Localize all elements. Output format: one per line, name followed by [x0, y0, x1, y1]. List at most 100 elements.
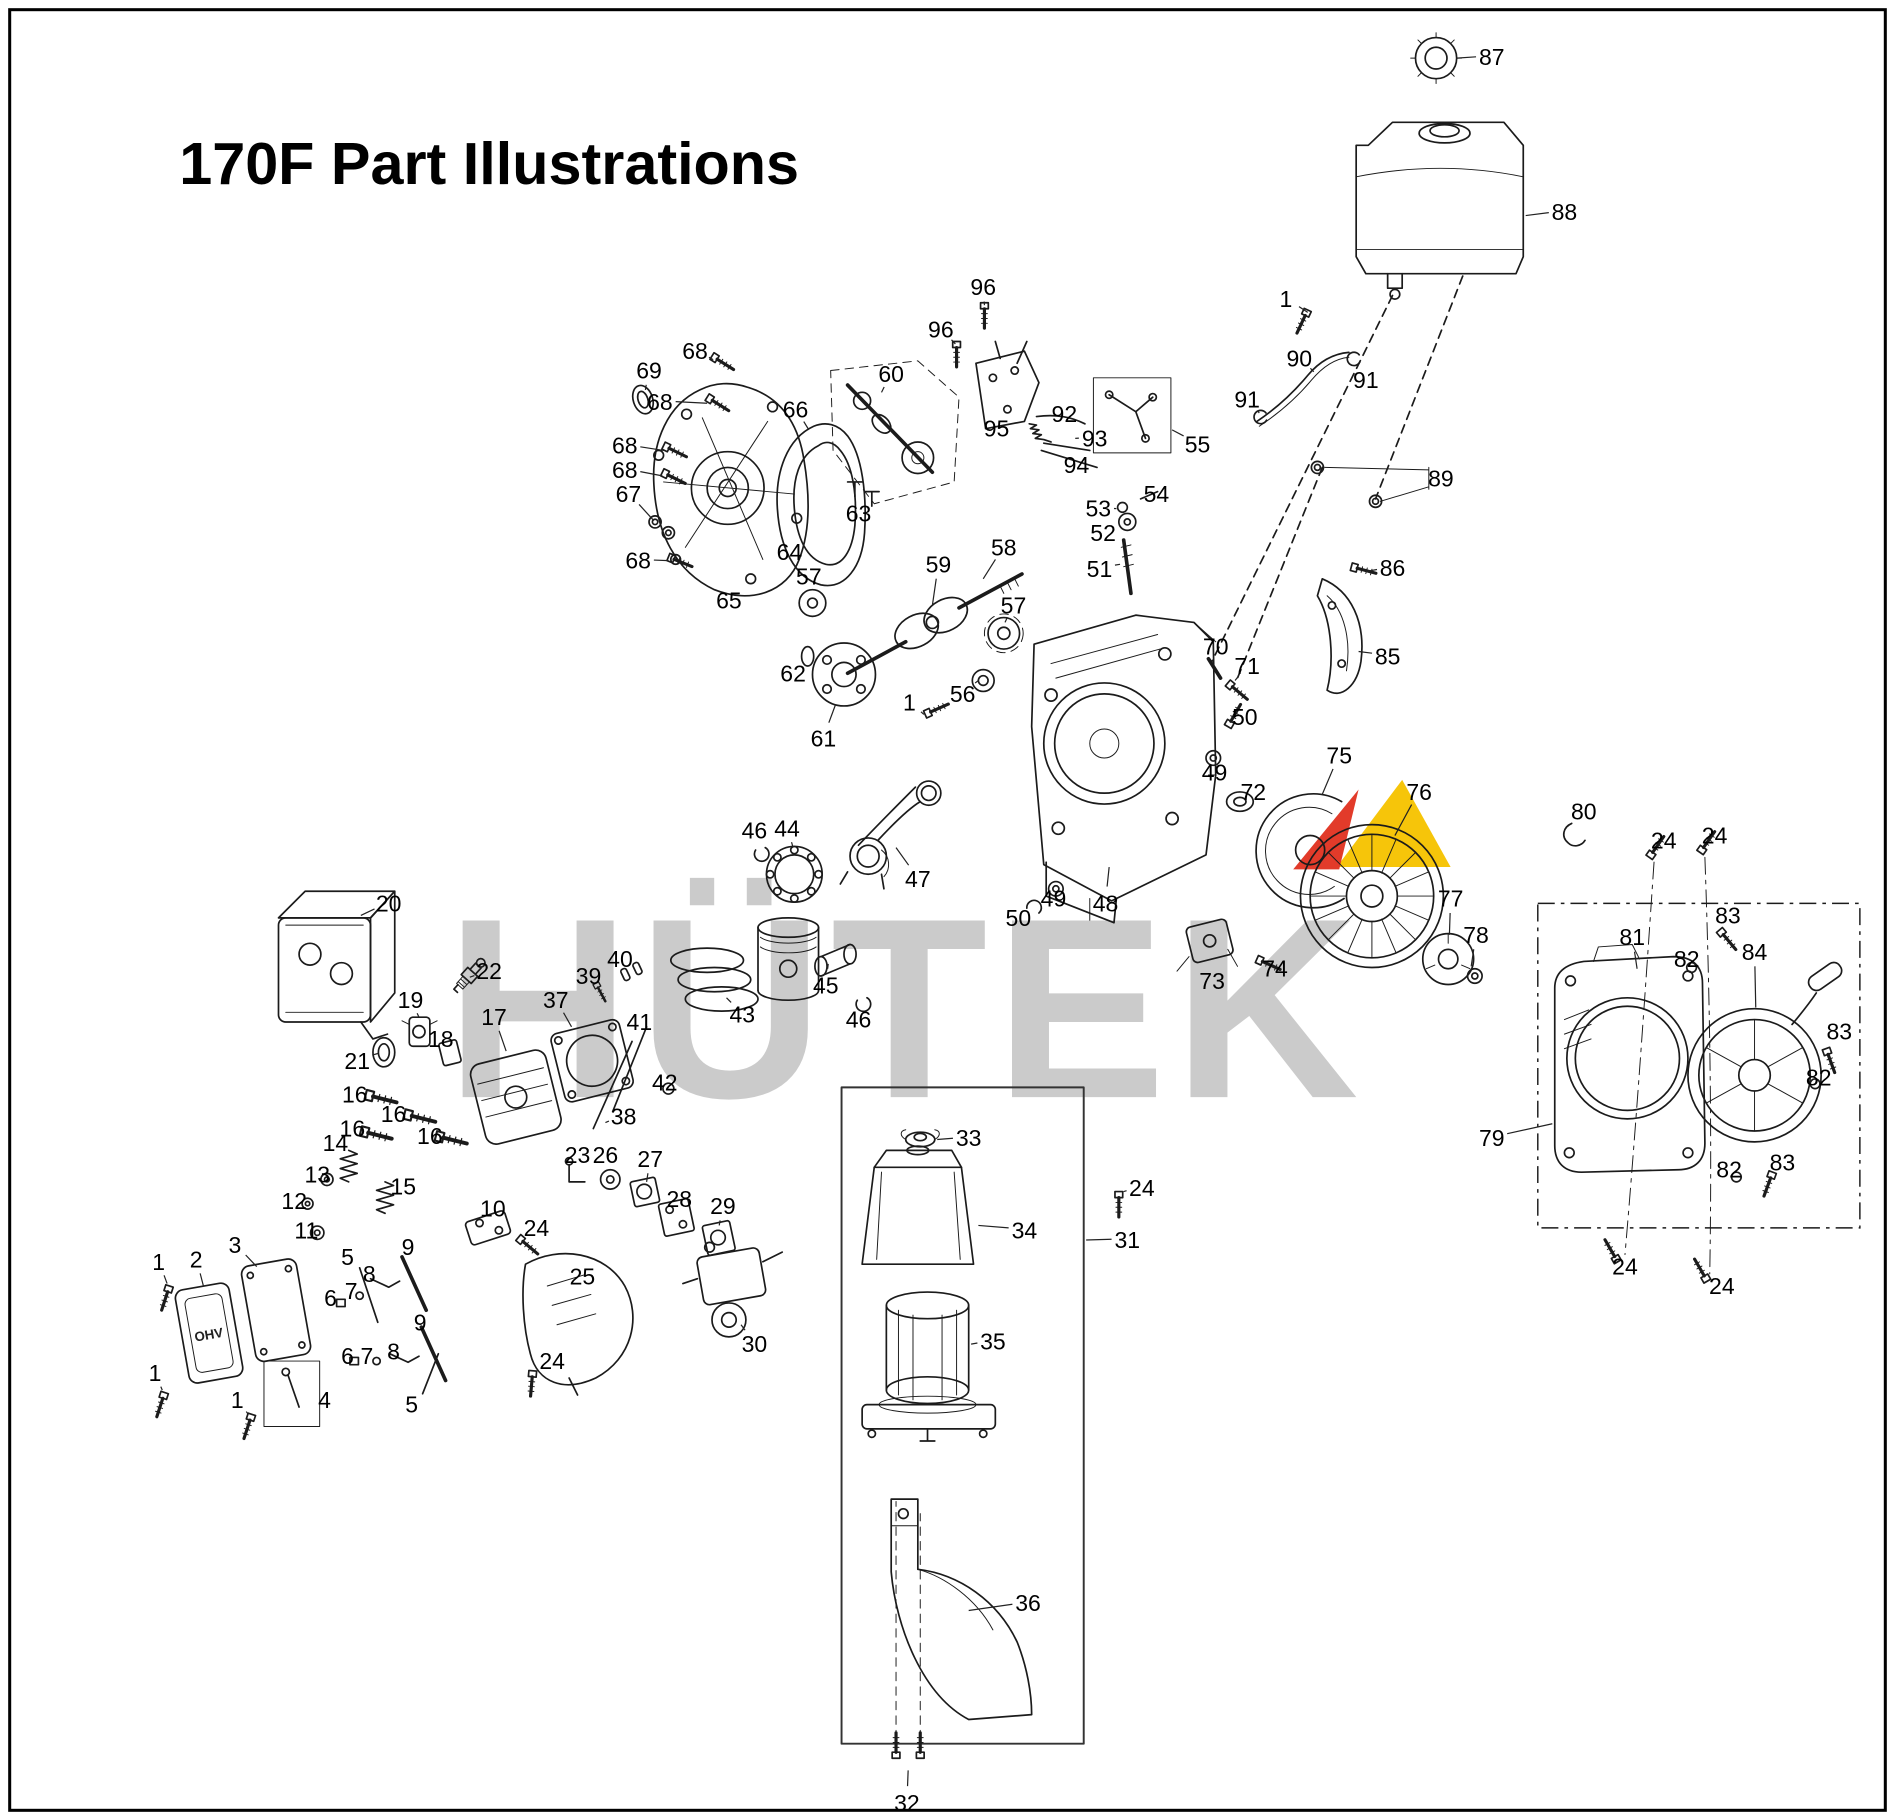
part-callout-18: 18 [428, 1026, 454, 1052]
callout-leader-30 [740, 1324, 746, 1331]
part-callout-49: 49 [1202, 760, 1228, 786]
filter-element [861, 1291, 997, 1442]
rocker-cover-gasket [240, 1258, 312, 1363]
part-callout-34: 34 [1012, 1217, 1038, 1243]
callout-leader-88 [1525, 212, 1549, 217]
part-callout-83: 83 [1827, 1019, 1853, 1045]
part-callout-29: 29 [710, 1193, 736, 1219]
callout-leader-57 [1004, 618, 1008, 623]
part-callout-24: 24 [1709, 1273, 1735, 1299]
part-callout-76: 76 [1406, 779, 1432, 805]
part-callout-41: 41 [627, 1009, 653, 1035]
muffler [277, 890, 396, 1040]
pin-clips [753, 846, 872, 1013]
callout-leader-2 [199, 1273, 205, 1287]
part-callout-9: 9 [402, 1234, 415, 1260]
part-callout-61: 61 [811, 726, 837, 752]
part-callout-25: 25 [570, 1263, 596, 1289]
callout-leader-60 [880, 386, 885, 393]
recoil-starter [1687, 961, 1843, 1143]
callout-leader-56 [974, 680, 979, 684]
callout-leader-33 [937, 1137, 953, 1141]
callout-leader-68 [653, 559, 669, 562]
part-callout-24: 24 [1612, 1254, 1638, 1280]
part-callout-54: 54 [1144, 481, 1170, 507]
part-callout-16: 16 [417, 1123, 443, 1149]
part-callout-22: 22 [476, 958, 502, 984]
part-callout-94: 94 [1064, 452, 1090, 478]
callout-leader-21 [372, 1052, 378, 1056]
part-callout-60: 60 [878, 361, 904, 387]
callout-leader-66 [803, 421, 810, 431]
part-callout-24: 24 [539, 1348, 565, 1374]
part-callout-6: 6 [324, 1285, 337, 1311]
part-callout-9: 9 [414, 1309, 427, 1335]
part-callout-80: 80 [1571, 798, 1597, 824]
part-callout-67: 67 [616, 481, 642, 507]
callout-leader-37 [563, 1012, 573, 1028]
callout-leader-20 [360, 908, 375, 916]
part-callout-91: 91 [1234, 387, 1260, 413]
part-callout-8: 8 [387, 1338, 400, 1364]
callout-leader-43 [726, 997, 732, 1003]
part-callout-13: 13 [304, 1162, 330, 1188]
stator-plate [1255, 793, 1345, 909]
callout-leader-91 [1256, 410, 1260, 414]
part-callout-16: 16 [342, 1082, 368, 1108]
head-gasket [550, 1018, 634, 1103]
part-callout-68: 68 [682, 338, 708, 364]
callout-leader-67 [638, 504, 655, 522]
part-callout-86: 86 [1380, 555, 1406, 581]
fuel-line [1253, 351, 1361, 427]
part-callout-31: 31 [1115, 1227, 1141, 1253]
part-callout-82: 82 [1716, 1157, 1742, 1183]
part-callout-58: 58 [991, 534, 1017, 560]
air-cleaner-assembly-box [840, 1086, 1085, 1745]
valve-guide-plate [438, 1039, 462, 1067]
callout-leader-75 [1321, 768, 1334, 795]
part-callout-88: 88 [1552, 199, 1578, 225]
pto-flange [800, 642, 877, 707]
part-callout-30: 30 [742, 1331, 768, 1357]
callout-leader-51 [1114, 563, 1121, 566]
exhaust-flange [401, 1016, 438, 1048]
heat-shield [522, 1252, 634, 1396]
piston-rings [669, 947, 759, 1012]
callout-leader-3 [245, 1254, 258, 1268]
part-callout-44: 44 [774, 815, 800, 841]
part-callout-10: 10 [480, 1195, 506, 1221]
starter-cup [1421, 932, 1483, 986]
part-callout-27: 27 [637, 1146, 663, 1172]
callout-leader-55 [1171, 429, 1184, 437]
part-callout-65: 65 [716, 588, 742, 614]
elbow-screws [890, 1501, 926, 1760]
callout-leader-1 [1298, 306, 1309, 313]
callout-leader-29 [718, 1220, 721, 1226]
callout-leader-1 [245, 1411, 249, 1415]
connecting-rod [839, 780, 942, 890]
part-callout-95: 95 [984, 416, 1010, 442]
breather-tube [564, 1156, 586, 1183]
watermark-accent-red [1293, 789, 1359, 870]
fuel-tank [1355, 121, 1525, 300]
assembly-guide-lines [1210, 275, 1464, 679]
callout-leader-22 [469, 974, 475, 978]
cover-gasket [776, 423, 866, 587]
part-callout-79: 79 [1479, 1125, 1505, 1151]
carburetor [682, 1241, 784, 1338]
part-callout-17: 17 [481, 1004, 507, 1030]
part-callout-96: 96 [970, 274, 996, 300]
part-callout-6: 6 [341, 1343, 354, 1369]
part-callout-24: 24 [1702, 823, 1728, 849]
side-shroud [1316, 577, 1363, 695]
part-callout-14: 14 [323, 1130, 349, 1156]
callout-leader-47 [895, 847, 910, 866]
part-callout-20: 20 [376, 890, 402, 916]
part-callout-1: 1 [231, 1387, 244, 1413]
part-callout-50: 50 [1232, 704, 1258, 730]
part-callout-73: 73 [1199, 968, 1225, 994]
valve-components [301, 1149, 512, 1395]
crankshaft [845, 572, 1024, 676]
part-callout-77: 77 [1438, 885, 1464, 911]
